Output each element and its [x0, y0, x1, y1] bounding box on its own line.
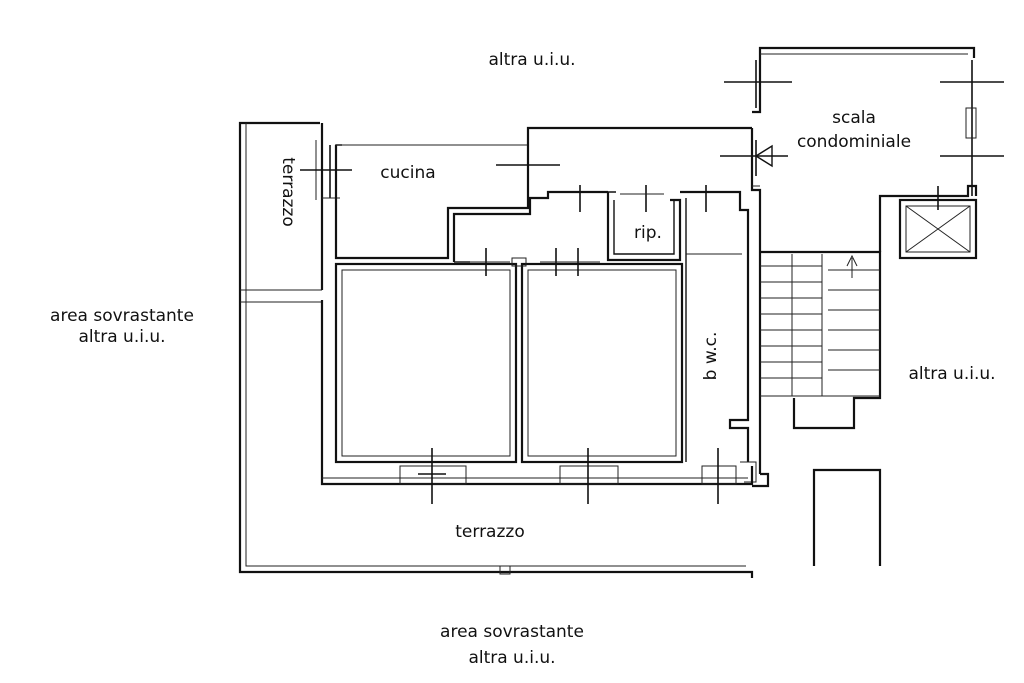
- bedroom-right: [511, 248, 684, 464]
- bottom-area-label-line2: altra u.i.u.: [468, 648, 555, 668]
- main-terrace-label: terrazzo: [455, 522, 524, 542]
- right-other-unit-label: altra u.i.u.: [908, 364, 995, 384]
- kitchen-block: [334, 126, 752, 263]
- elevator-shaft: [898, 186, 978, 260]
- south-facade: [320, 300, 754, 504]
- top-other-unit-label: altra u.i.u.: [488, 50, 575, 70]
- staircase: [760, 250, 882, 430]
- left-area-label-line2: altra u.i.u.: [78, 327, 165, 347]
- stair-wall: [750, 128, 770, 488]
- bathroom: [680, 185, 757, 483]
- stairwell-label-line2: condominiale: [797, 132, 911, 152]
- kitchen-label: cucina: [380, 163, 435, 183]
- side-terrace-label: terrazzo: [278, 157, 298, 226]
- bottom-area-label-line1: area sovrastante: [440, 622, 584, 642]
- common-stairwell: [720, 46, 1004, 252]
- storage-label: rip.: [634, 223, 662, 243]
- storage-room: [606, 185, 682, 262]
- bedroom-left: [334, 248, 518, 464]
- bathroom-label: b w.c.: [701, 332, 721, 381]
- terrace-boundary: [238, 121, 754, 578]
- side-terrace: [300, 123, 352, 290]
- stairwell-label-line1: scala: [832, 108, 876, 128]
- lower-right-edges: [812, 468, 882, 566]
- left-area-label-line1: area sovrastante: [50, 306, 194, 326]
